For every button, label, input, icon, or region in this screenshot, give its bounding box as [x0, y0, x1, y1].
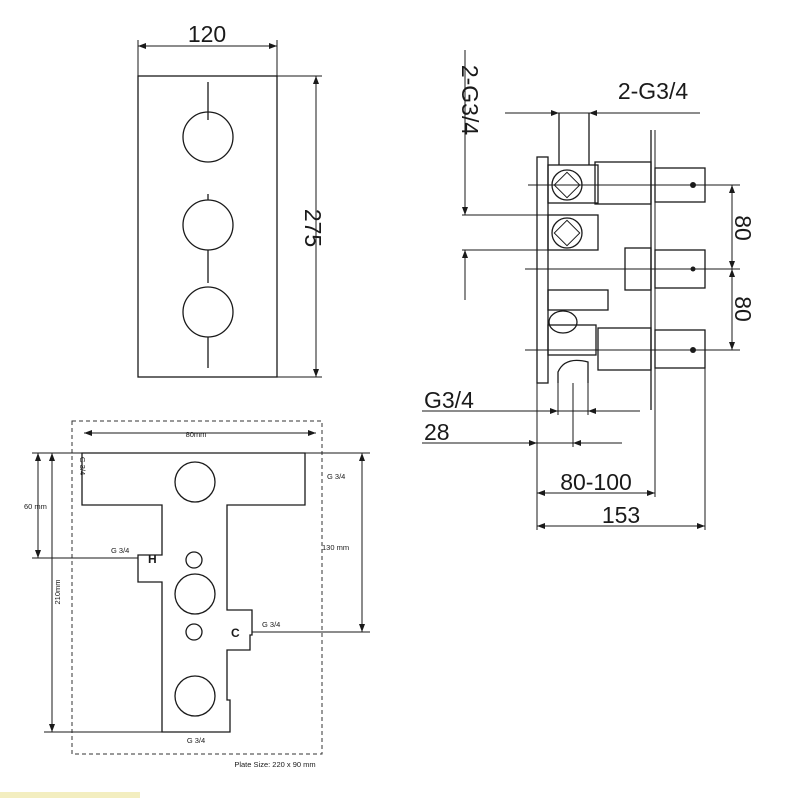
arrow-head [49, 724, 55, 732]
plan-plate-size-label: Plate Size: 220 x 90 mm [234, 760, 315, 769]
arrow-head [462, 250, 468, 258]
side-view: 2-G3/4 2-G3/4 80 80 G3/4 28 80-100 [422, 50, 756, 530]
plan-top-left-port-label: G 3/4 [78, 457, 87, 475]
arrow-head [359, 453, 365, 461]
center-dot [690, 266, 696, 272]
plan-cold-port-label: G 3/4 [262, 620, 280, 629]
valve-body-second [547, 214, 599, 251]
arrow-head [729, 342, 735, 350]
arrow-head [647, 490, 655, 496]
arrow-head [573, 440, 581, 446]
plan-hot-marker: H [148, 552, 157, 566]
arrow-head [269, 43, 277, 49]
arrow-head [588, 408, 596, 414]
plate-outline-dashed [71, 420, 323, 755]
valve-body-bottom [547, 324, 597, 356]
arrow-head [729, 261, 735, 269]
arrow-head [359, 624, 365, 632]
valve-circle-top [174, 461, 216, 503]
valve-circle-middle [174, 573, 216, 615]
arrow-head [313, 369, 319, 377]
arrow-head [308, 430, 316, 436]
cartridge-bottom-handle [654, 329, 706, 369]
front-plate [137, 75, 278, 378]
arrow-head [537, 490, 545, 496]
plan-view: 80mm G 3/4 G 3/4 60 mm G 3/4 H 210mm 130… [24, 420, 370, 769]
side-outlet-label: G3/4 [424, 387, 474, 413]
arrow-head [49, 453, 55, 461]
side-top-vertical-label: 2-G3/4 [457, 65, 483, 136]
front-height-label: 275 [300, 209, 326, 247]
valve-body-lower [547, 289, 609, 311]
arrow-head [551, 110, 559, 116]
plan-cold-marker: C [231, 626, 240, 640]
valve-port-small-lower [185, 623, 203, 641]
inlet-nut-upper-hex [553, 171, 581, 199]
arrow-head [550, 408, 558, 414]
arrow-head [729, 185, 735, 193]
arrow-head [589, 110, 597, 116]
front-width-label: 120 [188, 21, 226, 47]
valve-circle-bottom [174, 675, 216, 717]
front-view: 120 275 [137, 21, 326, 378]
valve-body-upper [547, 164, 599, 204]
handle-knob-middle [182, 199, 234, 251]
plan-hot-port-label: G 3/4 [111, 546, 129, 555]
arrow-head [138, 43, 146, 49]
side-depth-range-label: 80-100 [560, 469, 632, 495]
accent-strip [0, 792, 140, 798]
side-spacing-lower-label: 80 [730, 296, 756, 322]
valve-port-small-upper [185, 551, 203, 569]
arrow-head [313, 76, 319, 84]
arrow-head [35, 550, 41, 558]
arrow-head [537, 523, 545, 529]
plan-bottom-port-label: G 3/4 [187, 736, 205, 745]
side-top-horizontal-label: 2-G3/4 [618, 78, 689, 104]
handle-knob-top [182, 111, 234, 163]
outlet-elbow [557, 359, 589, 383]
cartridge-top [594, 161, 652, 205]
arrow-head [529, 440, 537, 446]
cartridge-bottom [597, 327, 652, 371]
side-plate [536, 156, 549, 384]
arrow-head [84, 430, 92, 436]
inlet-nut-lower-hex [553, 219, 581, 247]
center-dot [690, 182, 696, 188]
handle-knob-bottom [182, 286, 234, 338]
plan-left-height-label: 60 mm [24, 502, 47, 511]
arrow-head [697, 523, 705, 529]
arrow-head [35, 453, 41, 461]
plan-right-height-label: 130 mm [322, 543, 349, 552]
arrow-head [462, 207, 468, 215]
valve-body-outline [81, 452, 306, 733]
plan-top-right-port-label: G 3/4 [327, 472, 345, 481]
side-spacing-upper-label: 80 [730, 215, 756, 241]
arrow-head [729, 269, 735, 277]
plan-total-height-label: 210mm [53, 579, 62, 604]
plan-width-label: 80mm [186, 430, 207, 439]
diverter-fitting [548, 310, 578, 334]
inlet-nut-lower [551, 217, 583, 249]
side-total-depth-label: 153 [602, 502, 640, 528]
center-dot [690, 347, 696, 353]
side-offset-label: 28 [424, 419, 450, 445]
